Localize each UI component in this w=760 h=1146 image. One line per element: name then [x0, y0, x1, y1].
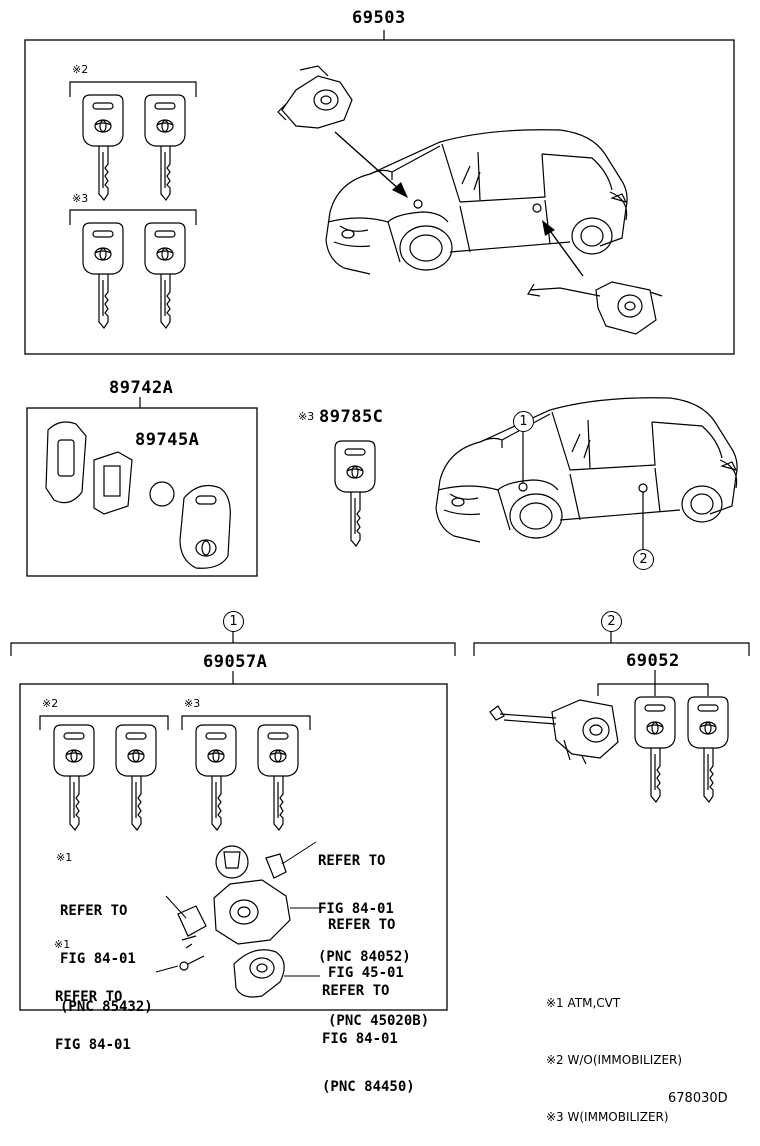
key-icon: [687, 696, 729, 803]
remote-transmitter-drawing: [45, 421, 231, 569]
ref-line: FIG 45-01: [328, 965, 404, 981]
ignition-assembly-drawing: [177, 845, 291, 998]
condition-mark: ※3: [184, 697, 201, 710]
parts-diagram: [10, 30, 750, 1011]
condition-mark: ※2: [72, 63, 89, 76]
ref-line: (PNC 45020B): [328, 1013, 430, 1029]
part-number-69503: 69503: [352, 8, 406, 28]
condition-mark: ※3: [72, 192, 89, 205]
part-number-89785C: 89785C: [319, 407, 384, 427]
ref-line: FIG 84-01: [60, 951, 136, 967]
legend-item: ※2 W/O(IMMOBILIZER): [546, 1053, 683, 1067]
reference-note-85432: REFER TO FIG 84-01 (PNC 85432): [60, 871, 153, 1031]
ref-line: (PNC 85432): [60, 999, 153, 1015]
reference-note-84450: REFER TO FIG 84-01 (PNC 84450): [322, 951, 415, 1111]
legend-item: ※1 ATM,CVT: [546, 996, 621, 1010]
door-lock-cylinder-drawing: [489, 699, 619, 765]
callout-1: 1: [513, 411, 534, 432]
condition-mark: ※1: [54, 938, 71, 951]
key-icon: [144, 222, 186, 329]
condition-mark: ※3: [298, 410, 315, 423]
ref-line: FIG 84-01: [322, 1031, 398, 1047]
ref-line: FIG 84-01: [318, 901, 394, 917]
key-icon: [257, 724, 299, 831]
callout-1: 1: [223, 611, 244, 632]
part-number-89742A: 89742A: [109, 378, 174, 398]
condition-mark: ※1: [56, 851, 73, 864]
ref-line: REFER TO: [60, 903, 128, 919]
ref-line: (PNC 84450): [322, 1079, 415, 1095]
key-icon: [634, 696, 676, 803]
callout-2: 2: [601, 611, 622, 632]
vehicle-drawing: [325, 129, 628, 275]
key-icon: [195, 724, 237, 831]
key-icon: [144, 94, 186, 201]
key-icon: [334, 440, 376, 547]
key-icon: [82, 94, 124, 201]
part-number-89745A: 89745A: [135, 430, 200, 450]
part-number-69052: 69052: [626, 651, 680, 671]
ref-line: (PNC 84052): [318, 949, 411, 965]
condition-mark: ※2: [42, 697, 59, 710]
legend-item: ※3 W(IMMOBILIZER): [546, 1110, 669, 1124]
legend: ※1 ATM,CVT ※2 W/O(IMMOBILIZER) ※3 W(IMMO…: [546, 956, 682, 1146]
ref-line: REFER TO: [328, 917, 396, 933]
ref-line: REFER TO: [322, 983, 390, 999]
key-icon: [53, 724, 95, 831]
reference-note-84052: REFER TO FIG 84-01 (PNC 84052): [318, 821, 411, 981]
callout-2: 2: [633, 549, 654, 570]
figure-code: 678030D: [668, 1091, 728, 1106]
ref-line: FIG 84-01: [55, 1037, 131, 1053]
key-icon: [82, 222, 124, 329]
ref-line: REFER TO: [55, 989, 123, 1005]
vehicle-drawing: [435, 397, 738, 543]
reference-note-45020B: REFER TO FIG 45-01 (PNC 45020B): [328, 885, 429, 1045]
key-icon: [115, 724, 157, 831]
part-number-69057A: 69057A: [203, 652, 268, 672]
ref-line: REFER TO: [318, 853, 386, 869]
reference-note-fig-84-01: REFER TO FIG 84-01: [55, 957, 131, 1069]
ignition-cylinder-drawing: [277, 65, 353, 129]
door-lock-cylinder-drawing: [527, 281, 663, 335]
